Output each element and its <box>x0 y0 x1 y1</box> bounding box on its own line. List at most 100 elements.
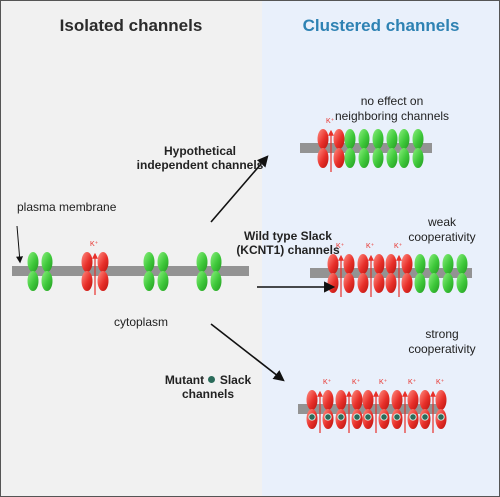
potassium-ion-label: K⁺ <box>336 243 345 250</box>
closed-channel <box>372 129 398 168</box>
weak-line2: cooperativity <box>408 230 476 244</box>
mutant-label-line1: Mutant Slack <box>147 373 269 387</box>
mutation-dot-icon <box>380 413 388 421</box>
mutation-dot-icon <box>393 413 401 421</box>
channel-subunit-top <box>343 254 355 274</box>
closed-channel <box>196 252 222 291</box>
channel-subunit-top <box>358 129 370 149</box>
channel-subunit-top <box>401 254 413 274</box>
channel-subunit-top <box>442 254 454 274</box>
closed-channel <box>442 254 468 293</box>
channel-subunit-top <box>317 129 329 149</box>
channel-subunit-bottom <box>412 148 424 168</box>
channel-subunit-top <box>412 129 424 149</box>
channel-subunit-top <box>386 129 398 149</box>
potassium-ion-label: K⁺ <box>436 379 445 386</box>
mutation-dot-icon <box>364 413 372 421</box>
open-channel: K⁺ <box>357 243 385 297</box>
channel-subunit-top <box>97 252 109 272</box>
open-channel: K⁺ <box>385 243 413 297</box>
mutant-label-line2: channels <box>181 387 235 401</box>
potassium-ion-label: K⁺ <box>326 118 335 125</box>
channel-subunit-bottom <box>398 148 410 168</box>
channel-subunit-bottom <box>442 273 454 293</box>
mutation-dot-icon <box>208 376 216 383</box>
mutation-dot-icon <box>421 413 429 421</box>
arrow-to-independent <box>210 155 269 223</box>
channel-subunit-top <box>373 254 385 274</box>
potassium-ion-label: K⁺ <box>352 379 361 386</box>
hypothetical-label-line2: independent channels <box>136 158 264 172</box>
channel-subunit-bottom <box>41 271 53 291</box>
no-effect-line1: no effect on <box>360 94 424 108</box>
isolated-channels-title: Isolated channels <box>59 16 203 35</box>
potassium-ion-label: K⁺ <box>90 241 99 248</box>
channel-subunit-top <box>157 252 169 272</box>
mutation-dot-icon <box>337 413 345 421</box>
channel-subunit-top <box>322 390 334 410</box>
channel-subunit-bottom <box>386 148 398 168</box>
channel-subunit-bottom <box>317 148 329 168</box>
channel-subunit-bottom <box>358 148 370 168</box>
isolated-panel <box>0 0 262 497</box>
mutation-dot-icon <box>308 413 316 421</box>
channel-subunit-bottom <box>372 148 384 168</box>
open-channel: K⁺ <box>306 379 334 433</box>
closed-channel <box>344 129 370 168</box>
channel-subunit-bottom <box>414 273 426 293</box>
potassium-ion-label: K⁺ <box>379 379 388 386</box>
channel-subunit-bottom <box>81 271 93 291</box>
channel-subunit-bottom <box>97 271 109 291</box>
channel-subunit-top <box>456 254 468 274</box>
closed-channel <box>398 129 424 168</box>
open-channel: K⁺ <box>335 379 363 433</box>
hypothetical-label: Hypothetical independent channels <box>130 144 270 172</box>
open-channel: K⁺ <box>391 379 419 433</box>
potassium-ion-label: K⁺ <box>323 379 332 386</box>
open-channel: K⁺ <box>419 379 447 433</box>
channel-subunit-top <box>41 252 53 272</box>
no-effect-label: no effect on neighboring channels <box>312 94 472 124</box>
strong-line2: cooperativity <box>408 342 476 356</box>
channel-subunit-bottom <box>344 148 356 168</box>
potassium-ion-label: K⁺ <box>366 243 375 250</box>
channel-subunit-top <box>378 390 390 410</box>
weak-cooperativity-label: weak cooperativity <box>392 215 492 245</box>
channel-subunit-bottom <box>343 273 355 293</box>
arrow-to-mutant <box>210 323 285 382</box>
mutant-label: Mutant Slack channels <box>147 373 269 401</box>
channel-subunit-top <box>335 390 347 410</box>
wild-type-label-line1: Wild type Slack <box>244 229 332 243</box>
channel-subunit-top <box>398 129 410 149</box>
channel-subunit-top <box>81 252 93 272</box>
channel-subunit-bottom <box>373 273 385 293</box>
plasma-membrane-label: plasma membrane <box>17 200 117 214</box>
open-channel: K⁺ <box>317 118 345 172</box>
open-channel: K⁺ <box>81 241 109 295</box>
wild-type-label-line2: (KCNT1) channels <box>236 243 340 257</box>
plasma-membrane-pointer <box>16 225 24 264</box>
mutation-dot-icon <box>437 413 445 421</box>
closed-channel <box>414 254 440 293</box>
mutant-label-suffix: Slack <box>219 373 252 387</box>
channel-subunit-bottom <box>157 271 169 291</box>
closed-channel <box>27 252 53 291</box>
arrows <box>16 155 336 382</box>
channel-subunit-top <box>391 390 403 410</box>
channel-subunit-top <box>419 390 431 410</box>
mutation-dot-icon <box>353 413 361 421</box>
membrane-isolated <box>12 266 249 276</box>
channel-subunit-top <box>210 252 222 272</box>
channel-subunit-top <box>27 252 39 272</box>
channel-subunit-bottom <box>333 148 345 168</box>
channel-subunit-bottom <box>385 273 397 293</box>
channel-subunit-top <box>357 254 369 274</box>
channel-subunit-bottom <box>196 271 208 291</box>
channel-subunit-top <box>196 252 208 272</box>
channel-subunit-bottom <box>210 271 222 291</box>
clustered-channels-title: Clustered channels <box>302 16 460 35</box>
open-channel: K⁺ <box>362 379 390 433</box>
channel-subunit-top <box>414 254 426 274</box>
potassium-ion-label: K⁺ <box>394 243 403 250</box>
